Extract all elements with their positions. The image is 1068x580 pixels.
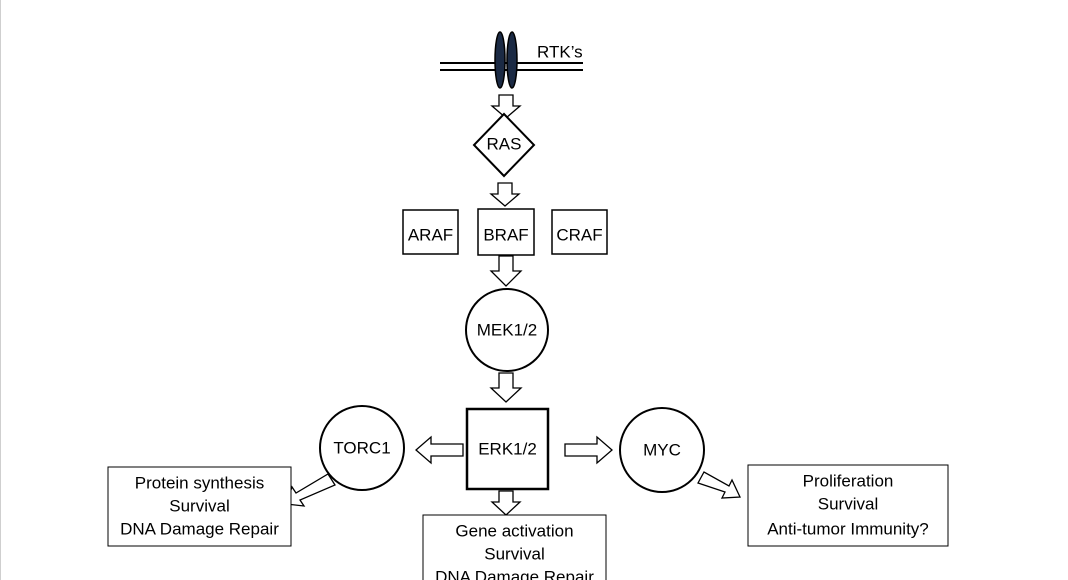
output-line: Protein synthesis: [135, 473, 264, 492]
gene-activation-box: Gene activation Survival DNA Damage Repa…: [422, 514, 607, 580]
output-line: Gene activation: [455, 521, 573, 540]
arrow-torc1-to-protein-box: [285, 473, 336, 507]
protein-synthesis-box: Protein synthesis Survival DNA Damage Re…: [107, 466, 292, 547]
arrow-erk-to-torc1: [415, 435, 464, 465]
craf-node: CRAF: [551, 209, 608, 255]
arrow-rtk-to-ras: [490, 94, 522, 119]
output-line: Proliferation: [803, 471, 894, 490]
torc1-node: TORC1: [319, 405, 405, 491]
output-line: DNA Damage Repair: [120, 519, 279, 538]
torc1-label: TORC1: [333, 438, 390, 457]
arrow-ras-to-braf: [489, 182, 521, 207]
ras-node: RAS: [472, 112, 536, 178]
ras-label: RAS: [487, 134, 522, 153]
arrow-erk-to-myc: [564, 435, 613, 465]
arrow-erk-to-gene-box: [490, 490, 522, 516]
arrow-myc-to-proliferation-box: [697, 471, 741, 499]
mek-label: MEK1/2: [477, 320, 537, 339]
erk-label: ERK1/2: [478, 439, 537, 458]
left-border: [0, 0, 1, 580]
mek-node: MEK1/2: [465, 288, 549, 372]
erk-node: ERK1/2: [465, 407, 550, 491]
output-line: DNA Damage Repair: [435, 567, 594, 580]
output-line: Survival: [818, 494, 878, 513]
arrow-mek-to-erk: [489, 372, 523, 403]
araf-label: ARAF: [408, 225, 453, 244]
braf-label: BRAF: [483, 225, 528, 244]
craf-label: CRAF: [556, 225, 602, 244]
receptor-membrane-icon: [494, 31, 518, 89]
proliferation-box: Proliferation Survival Anti-tumor Immuni…: [747, 464, 949, 547]
arrow-braf-to-mek: [489, 255, 523, 287]
receptor-label: RTK’s: [537, 42, 583, 61]
output-line: Survival: [169, 496, 229, 515]
myc-label: MYC: [643, 440, 681, 459]
output-line: Anti-tumor Immunity?: [767, 519, 929, 538]
output-line: Survival: [484, 544, 544, 563]
araf-node: ARAF: [402, 209, 459, 255]
myc-node: MYC: [619, 407, 705, 493]
braf-node: BRAF: [477, 208, 535, 256]
